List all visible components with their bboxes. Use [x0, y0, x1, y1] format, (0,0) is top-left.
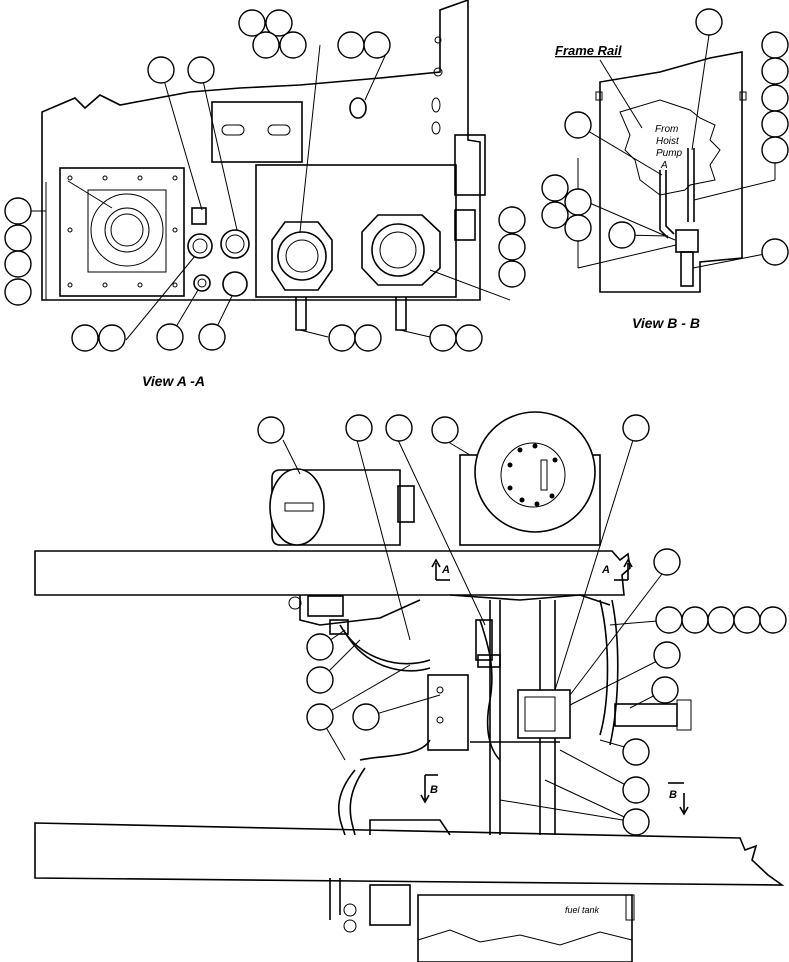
frame-rail-label: Frame Rail — [555, 43, 622, 58]
section-a-right: A — [601, 564, 610, 576]
reservoir-bolts — [507, 443, 558, 507]
view-b-caption: View B - B — [632, 315, 700, 331]
fuel-tank-label: fuel tank — [565, 905, 600, 915]
pump-flange-right — [361, 214, 441, 286]
section-a-left: A — [441, 564, 450, 576]
view-a-caption: View A -A — [142, 373, 205, 389]
view-a-callouts — [4, 9, 526, 352]
inset-a-marker: A — [660, 160, 668, 171]
section-b-right: B — [669, 789, 677, 801]
pump-label: Pump — [656, 148, 683, 159]
pump-flange-left — [271, 221, 333, 291]
from-label: From — [655, 124, 678, 135]
main-assembly — [34, 411, 785, 962]
section-markers — [420, 558, 689, 816]
hoist-label: Hoist — [656, 136, 680, 147]
plate-bolt-holes — [67, 175, 178, 288]
view-b-b — [595, 51, 747, 293]
section-b-left: B — [430, 784, 438, 796]
view-b-callouts — [541, 8, 789, 269]
main-callouts — [257, 414, 787, 836]
